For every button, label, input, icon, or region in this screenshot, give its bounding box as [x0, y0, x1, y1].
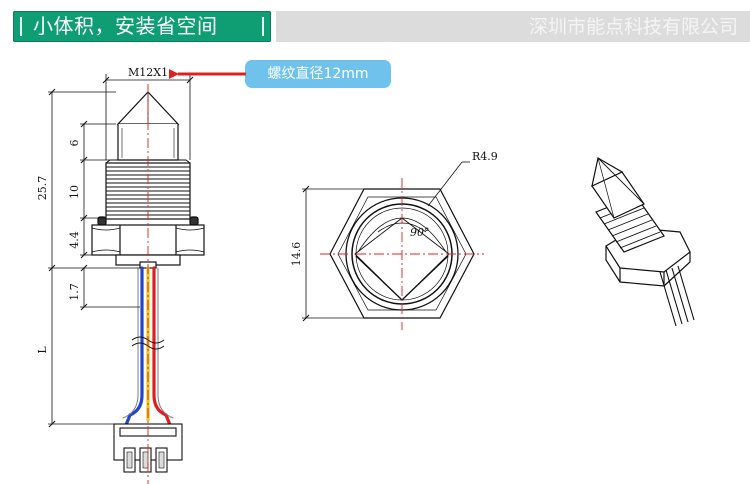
company-name: 深圳市能点科技有限公司 [528, 16, 738, 38]
radius-label: R4.9 [472, 150, 498, 163]
hex-width-label: 14.6 [290, 242, 303, 267]
thread-label: M12X1 [128, 66, 168, 79]
height-tip-label: 6 [68, 140, 81, 147]
page-title: 小体积，安装省空间 [33, 14, 218, 38]
height-thread-label: 10 [68, 185, 81, 199]
iso-cone [591, 157, 624, 188]
wire-red [152, 266, 172, 427]
isometric-view [591, 157, 695, 327]
thread-callout: 螺纹直径12mm [245, 60, 391, 88]
cable-length-label: L [36, 346, 49, 354]
height-nut-label: 4.4 [68, 231, 81, 249]
title-box: 小体积，安装省空间 [13, 11, 271, 42]
top-dimensions [302, 161, 470, 322]
company-band: 深圳市能点科技有限公司 [276, 11, 750, 42]
callout-text: 螺纹直径12mm [267, 66, 369, 82]
wire-blue [124, 266, 144, 427]
side-dimension-ticks [48, 76, 194, 428]
angle-label: 90° [410, 226, 430, 239]
height-total-label: 25.7 [36, 176, 49, 201]
side-dimensions [48, 74, 191, 425]
height-base-label: 1.7 [68, 283, 81, 301]
header-bar: 小体积，安装省空间 深圳市能点科技有限公司 [0, 0, 750, 54]
